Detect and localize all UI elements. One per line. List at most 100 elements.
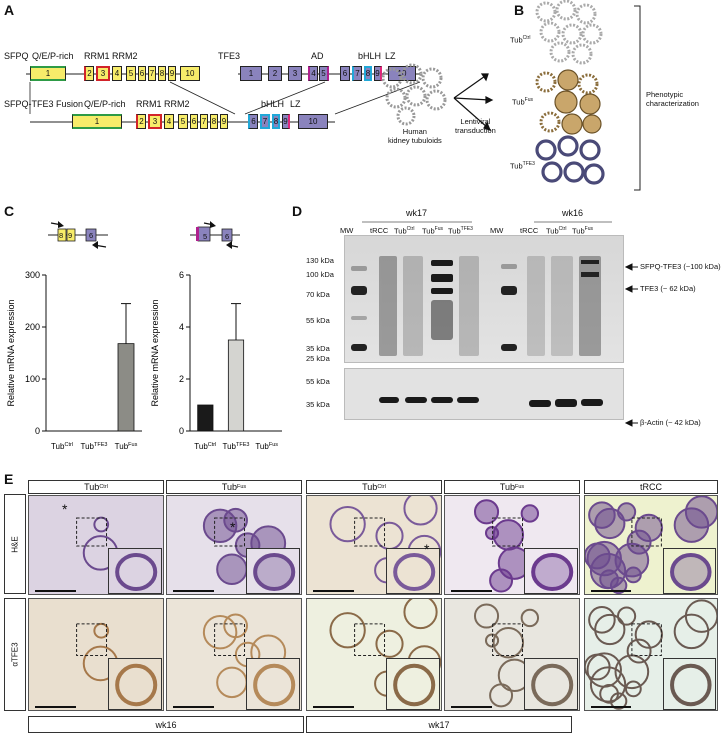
lz-domain-label: LZ (385, 51, 396, 61)
y-tick-label: 2 (179, 374, 184, 384)
fusion-exon-tfe3-8: 8 (272, 114, 280, 129)
inset-image (253, 663, 296, 706)
panel-b: Human kidney tubuloids Lentiviral transd… (381, 0, 726, 200)
y-tick-label: 100 (25, 374, 40, 384)
zoom-inset (245, 548, 301, 594)
group-label-fus: TubFus (512, 97, 533, 107)
inset-image (669, 663, 712, 706)
inset-image (531, 553, 574, 591)
tile-image (473, 499, 540, 593)
panel-a: SFPQ Q/E/P-rich RRM1 RRM2 TFE3 AD bHLH L… (0, 0, 510, 200)
fusion-exon-5: 5 (178, 114, 188, 129)
asterisk-marker: * (230, 519, 236, 535)
tubuloid (93, 622, 110, 639)
sfpq-exon-9: 9 (168, 66, 176, 81)
zoom-box (354, 517, 386, 547)
zoom-box (492, 623, 524, 656)
tubuloid (492, 519, 525, 551)
blot-bottom-bands (379, 397, 603, 407)
tfe3-exon-8: 8 (364, 66, 372, 81)
inset-tubuloid (531, 663, 574, 706)
footer-wk16: wk16 (28, 716, 304, 733)
ihc-tile (28, 598, 164, 711)
zoom-box (492, 517, 524, 547)
scale-bar (173, 590, 214, 592)
lane-label: TubFus (422, 226, 443, 236)
tubuloid (673, 613, 710, 650)
marker-35-bottom: 35 kDa (306, 400, 330, 409)
fusion-exon-4: 4 (164, 114, 174, 129)
bar (227, 339, 245, 432)
zoom-inset (385, 657, 441, 710)
ihc-tile (166, 598, 302, 711)
marker-100: 100 kDa (306, 270, 334, 279)
zoom-inset (245, 657, 301, 710)
fusion-label: SFPQ-TFE3 Fusion (4, 99, 84, 109)
zoom-box (631, 517, 662, 547)
tubuloid (609, 576, 628, 594)
y-tick-label: 0 (179, 426, 184, 436)
tubuloid (684, 599, 717, 633)
fusion-exon-tfe3-9: 9 (282, 114, 290, 129)
fusion-exon-6: 6 (190, 114, 198, 129)
tfe3-exon-9: 9 (374, 66, 382, 81)
tubuloid (484, 633, 500, 648)
tile-image (473, 603, 540, 708)
tubuloid (673, 507, 710, 543)
fusion-exon-tfe3-10: 10 (298, 114, 328, 129)
bar (117, 343, 135, 432)
inset-image (115, 663, 158, 706)
x-tick-label: TubCtrl (194, 442, 216, 451)
he-tile (584, 495, 718, 595)
inset-tubuloid (115, 663, 158, 706)
x-tick-label: TubTFE3 (81, 442, 108, 451)
tfe3-exon-4: 4 (308, 66, 318, 81)
tubuloid (624, 680, 642, 698)
inset-tubuloid (393, 663, 436, 706)
fusion-exon-1: 1 (72, 114, 122, 129)
he-tile (444, 495, 580, 595)
tubuloid (329, 612, 366, 649)
tfe3-exon-7: 7 (352, 66, 362, 81)
qep-domain-label: Q/E/P-rich (32, 51, 74, 61)
sfpq-exon-7: 7 (148, 66, 156, 81)
blot-top-bands (351, 256, 601, 356)
footer-wk17: wk17 (306, 716, 572, 733)
tubuloid (520, 504, 540, 523)
lane-label: MW (340, 226, 354, 235)
zoom-inset (385, 548, 441, 594)
tubuloid (586, 540, 622, 577)
primer-schematic-right (190, 221, 240, 249)
group-label-wk16: wk16 (562, 208, 584, 218)
lane-label: TubFus (572, 226, 593, 236)
row-label-he: H&E (4, 494, 26, 594)
he-tile (166, 495, 302, 595)
zoom-inset (662, 657, 717, 710)
y-tick-label: 300 (25, 270, 40, 280)
tubuloid (624, 566, 642, 584)
sfpq-exon-8: 8 (158, 66, 166, 81)
panel-label-e: E (4, 471, 14, 487)
sfpq-exon-3: 3 (96, 66, 110, 81)
tubuloid (489, 683, 514, 708)
tubuloid (473, 603, 500, 629)
scale-bar (35, 590, 76, 592)
inset-tubuloid (531, 553, 574, 591)
primer-exon-6b: 6 (225, 232, 230, 241)
tubuloid (223, 613, 248, 639)
tubuloid (609, 692, 628, 710)
zoom-inset (523, 548, 579, 594)
phenotype-label: Phenotypic characterization (646, 90, 699, 108)
fusion-lz-label: LZ (290, 99, 301, 109)
transduction-label: Lentiviral transduction (455, 117, 496, 135)
group-label-ctrl: TubCtrl (510, 35, 531, 45)
panel-label-d: D (292, 203, 303, 219)
fusion-exon-8: 8 (210, 114, 218, 129)
fusion-exon-2: 2 (136, 114, 146, 129)
marker-25: 25 kDa (306, 354, 330, 363)
